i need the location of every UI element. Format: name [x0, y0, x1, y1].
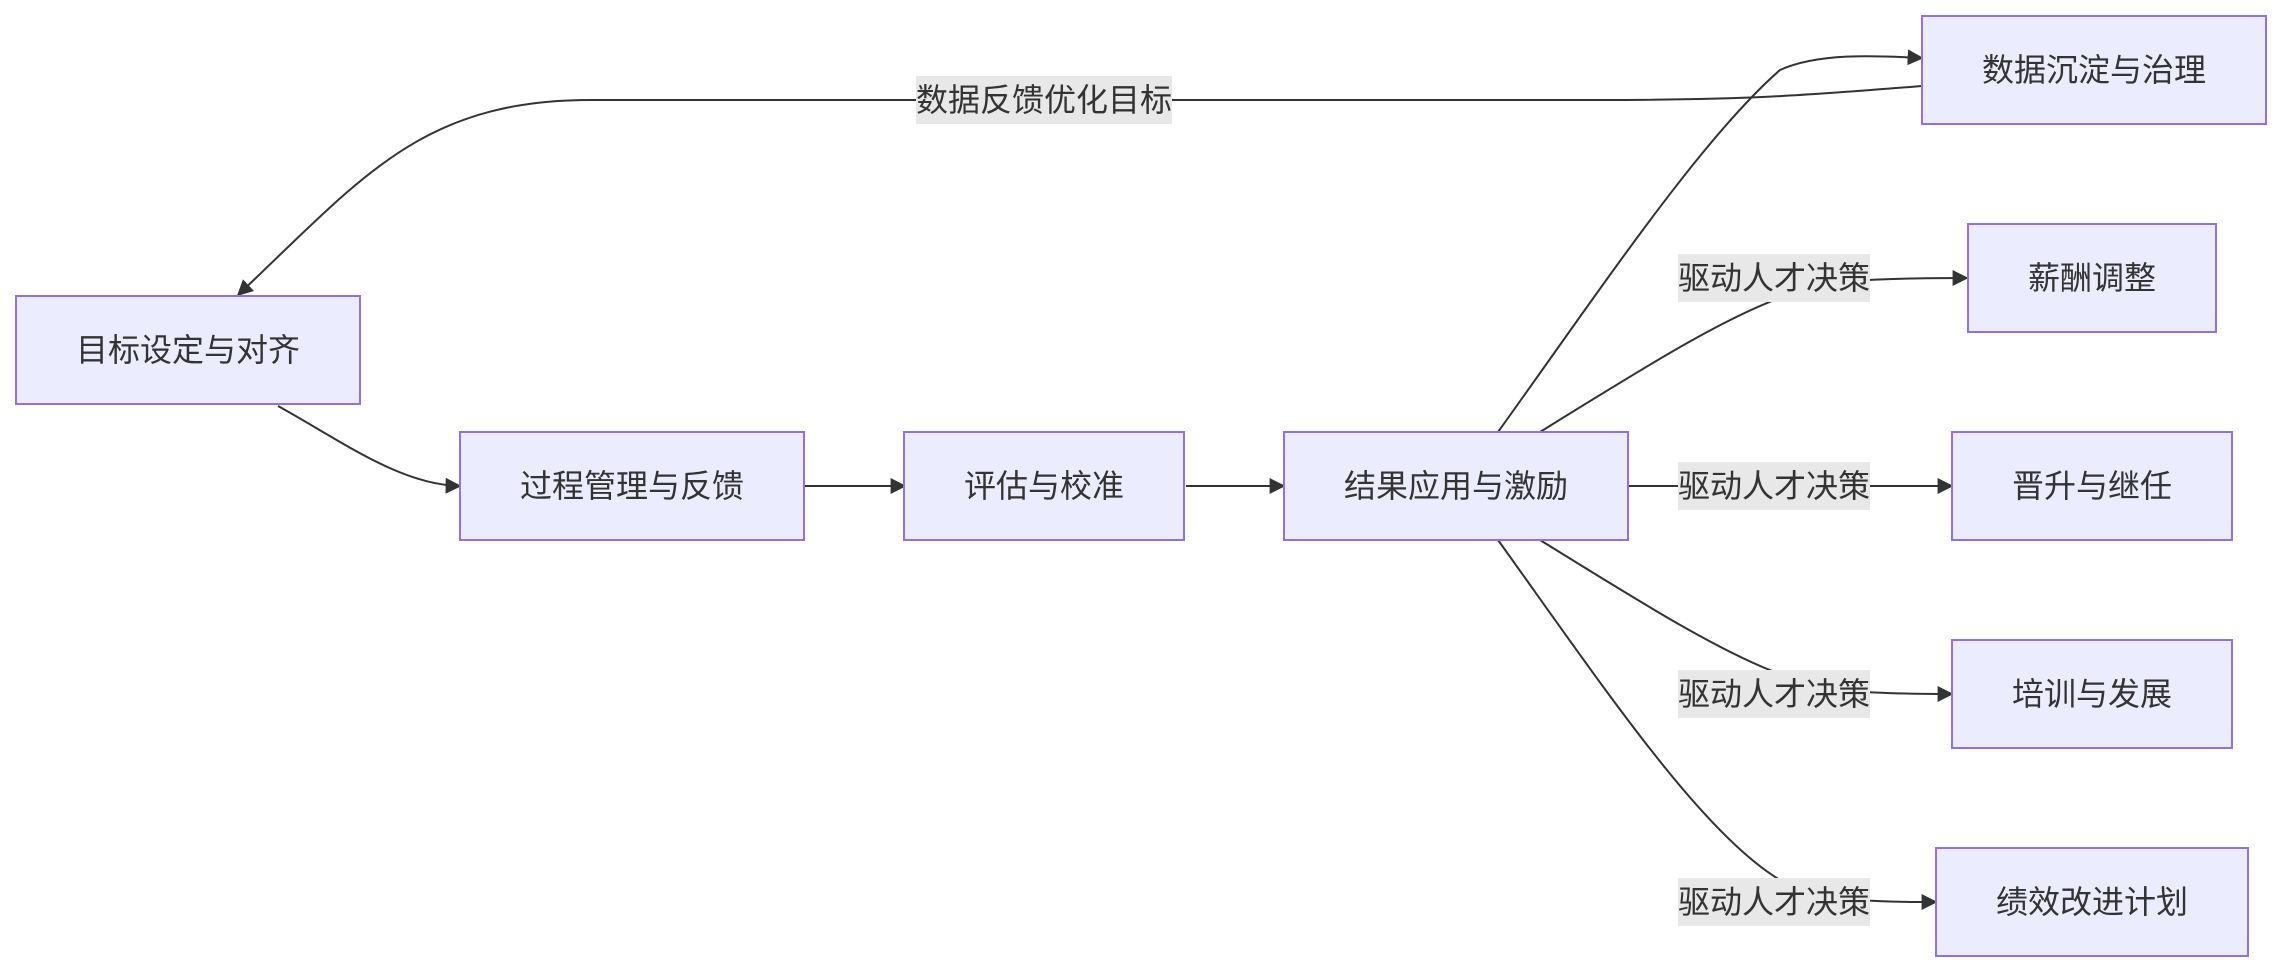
node-salary-label: 薪酬调整	[2028, 259, 2156, 297]
node-training[interactable]: 培训与发展	[1951, 639, 2233, 749]
node-evaluate-label: 评估与校准	[964, 467, 1124, 505]
node-salary[interactable]: 薪酬调整	[1967, 223, 2217, 333]
node-result-label: 结果应用与激励	[1344, 467, 1568, 505]
edge-label-training-text: 驱动人才决策	[1678, 675, 1870, 713]
edge-label-training: 驱动人才决策	[1678, 670, 1870, 718]
node-promotion[interactable]: 晋升与继任	[1951, 431, 2233, 541]
edge-label-salary-text: 驱动人才决策	[1678, 259, 1870, 297]
edge-data-to-goal	[236, 85, 1923, 297]
node-evaluate[interactable]: 评估与校准	[903, 431, 1185, 541]
node-data[interactable]: 数据沉淀与治理	[1921, 15, 2267, 125]
node-promotion-label: 晋升与继任	[2012, 467, 2172, 505]
node-goal-label: 目标设定与对齐	[76, 331, 300, 369]
edge-label-promotion-text: 驱动人才决策	[1678, 467, 1870, 505]
edge-result-to-data	[1497, 49, 1924, 433]
node-pip[interactable]: 绩效改进计划	[1935, 847, 2249, 957]
nodes: 目标设定与对齐 过程管理与反馈 评估与校准 结果应用与激励 数据沉淀与治理 薪酬…	[15, 15, 2267, 957]
edge-labels: 数据反馈优化目标 驱动人才决策 驱动人才决策 驱动人才决策 驱动人才决策	[916, 76, 1870, 926]
node-process[interactable]: 过程管理与反馈	[459, 431, 805, 541]
edge-label-feedback: 数据反馈优化目标	[916, 76, 1172, 124]
edge-label-feedback-text: 数据反馈优化目标	[916, 81, 1172, 119]
edge-label-pip-text: 驱动人才决策	[1678, 883, 1870, 921]
node-result[interactable]: 结果应用与激励	[1283, 431, 1629, 541]
node-data-label: 数据沉淀与治理	[1982, 51, 2206, 89]
edge-goal-to-process	[277, 405, 462, 494]
edge-label-salary: 驱动人才决策	[1678, 254, 1870, 302]
node-process-label: 过程管理与反馈	[520, 467, 744, 505]
edge-result-to-pip	[1497, 539, 1938, 910]
node-training-label: 培训与发展	[2012, 675, 2172, 713]
edge-label-pip: 驱动人才决策	[1678, 878, 1870, 926]
edge-label-promotion: 驱动人才决策	[1678, 462, 1870, 510]
node-pip-label: 绩效改进计划	[1996, 883, 2188, 921]
node-goal[interactable]: 目标设定与对齐	[15, 295, 361, 405]
